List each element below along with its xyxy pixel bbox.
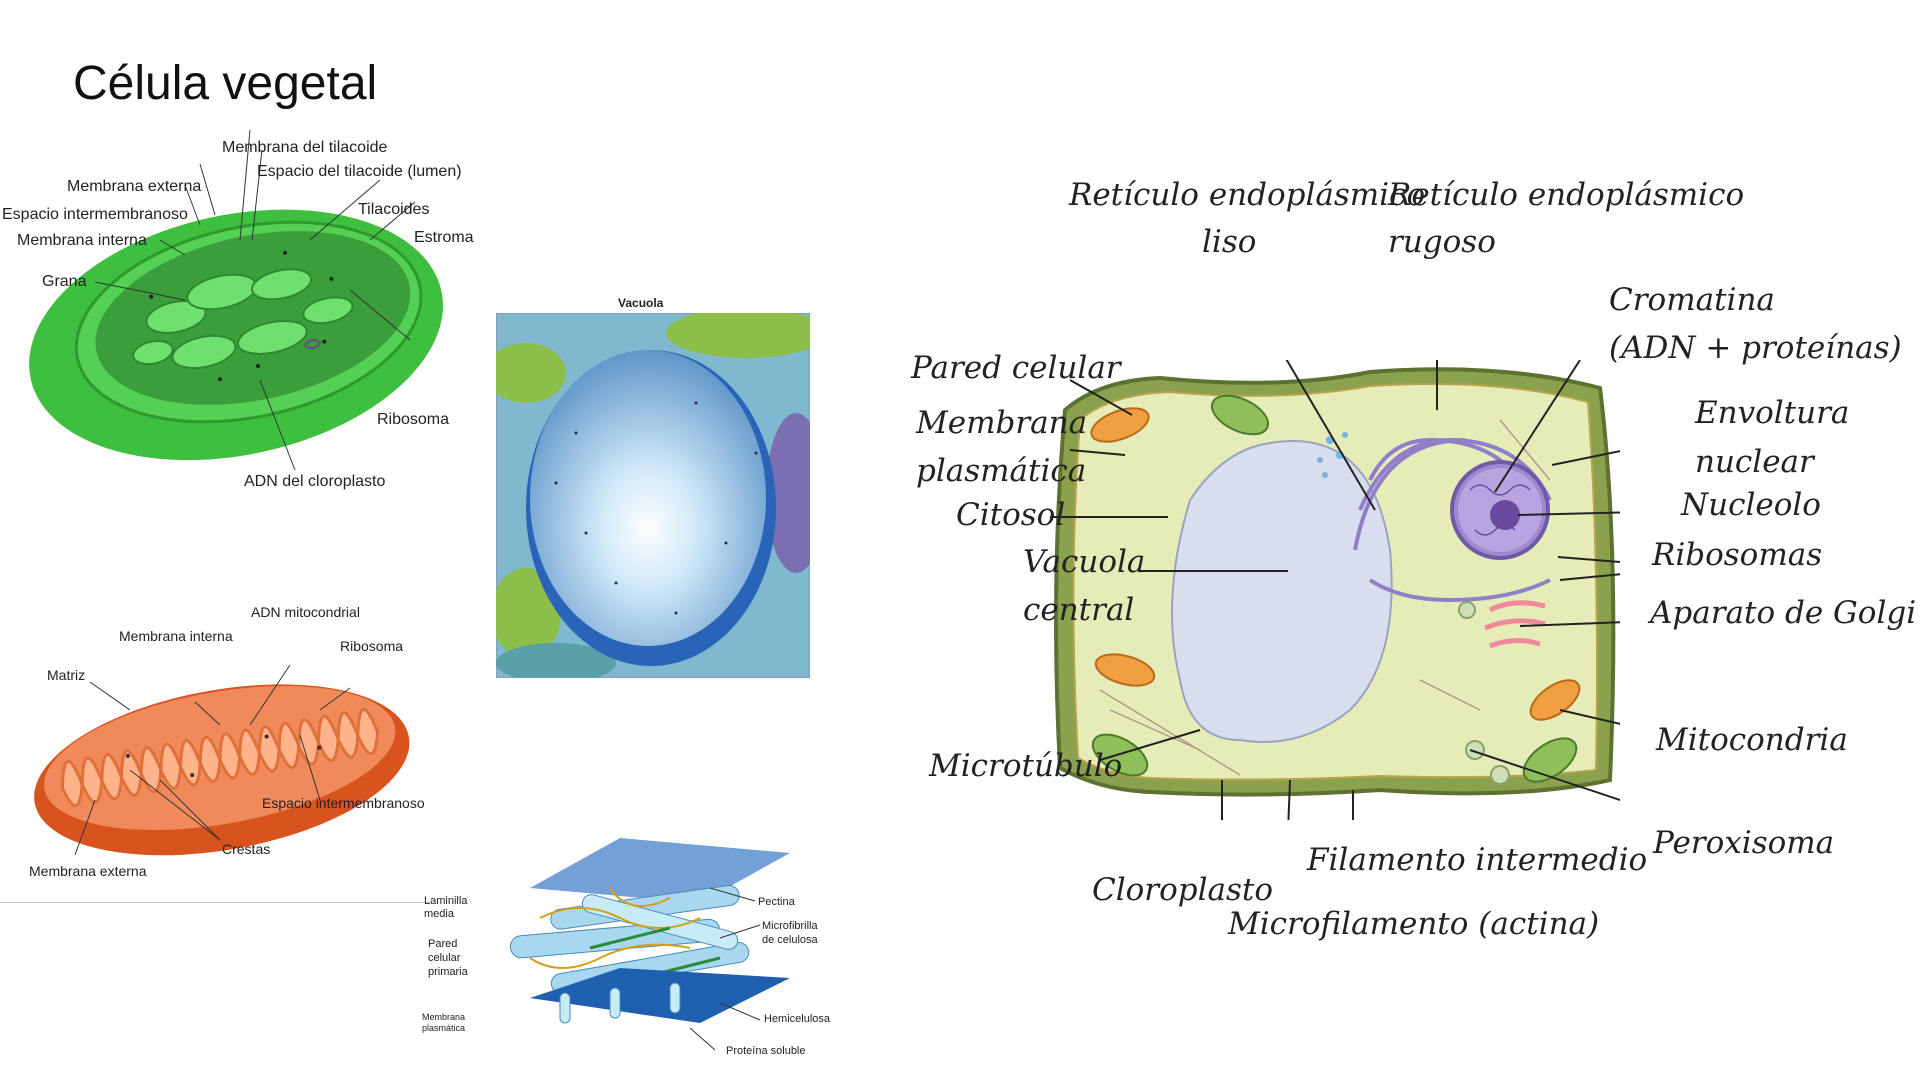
nucleolus [1490, 500, 1520, 530]
vacuole-image [496, 313, 810, 678]
label-membrana-tilacoide: Membrana del tilacoide [222, 139, 388, 156]
divider-line [0, 902, 430, 903]
label-rel-1: Retículo endoplásmico [1069, 177, 1426, 213]
peroxisomes [1458, 601, 1510, 785]
mito-leader-lines [74, 664, 351, 856]
label-tilacoides: Tilacoides [358, 201, 430, 218]
chloroplasts [1091, 394, 1578, 783]
label-adn-mitocondrial: ADN mitocondrial [251, 604, 360, 620]
vacuole-lumen [530, 350, 766, 646]
label-citosol: Citosol [956, 497, 1066, 533]
label-laminilla-1: Laminilla [424, 895, 468, 907]
mito-cristae [60, 707, 380, 808]
label-membrana-pared-2: plasmática [422, 1023, 466, 1033]
label-nucleolo: Nucleolo [1681, 487, 1821, 523]
vacuole-particles [554, 401, 758, 615]
chloroplast-grana [132, 268, 354, 370]
mito-ribosomes [125, 734, 322, 778]
chromatin [1469, 484, 1531, 536]
label-membrana-externa-cloroplasto: Membrana externa [67, 178, 202, 195]
label-membrana-1: Membrana [916, 405, 1088, 441]
chloroplast-diagram [29, 130, 443, 471]
cell-wall-diagram [509, 838, 790, 1051]
plant-cell-leader-lines [1050, 360, 1620, 820]
label-espacio-intermembranoso-mitocondria: Espacio intermembranoso [262, 795, 425, 811]
label-microfibrilla-2: de celulosa [762, 934, 818, 946]
vacuole-title: Vacuola [618, 296, 664, 310]
label-microfilamento: Microfilamento (actina) [1228, 906, 1600, 942]
label-cromatina-2: (ADN + proteínas) [1609, 330, 1902, 366]
label-mitocondria: Mitocondria [1656, 722, 1848, 758]
label-envoltura-2: nuclear [1695, 444, 1814, 480]
label-cloroplasto: Cloroplasto [1092, 872, 1274, 908]
label-membrana-externa-mitocondria: Membrana externa [29, 863, 147, 879]
label-pared-3: primaria [428, 966, 468, 978]
label-pared-2: celular [428, 952, 461, 964]
label-membrana-2: plasmática [916, 453, 1087, 489]
central-vacuole [1171, 440, 1393, 743]
cell-wall-leader-lines [689, 887, 761, 1051]
label-rer-1: Retículo endoplásmico [1388, 177, 1745, 213]
label-estroma: Estroma [414, 229, 474, 246]
label-membrana-interna-cloroplasto: Membrana interna [17, 232, 147, 249]
layer-membrana-plasmatica [530, 968, 790, 1023]
label-grana: Grana [42, 273, 87, 290]
label-peroxisoma: Peroxisoma [1653, 825, 1835, 861]
label-ribosoma-mitocondria: Ribosoma [340, 638, 404, 654]
label-espacio-intermembranoso-cloroplasto: Espacio intermembranoso [2, 206, 188, 223]
label-crestas: Crestas [222, 841, 271, 857]
chloroplast-leader-lines [94, 130, 416, 471]
cytoskeleton [1099, 419, 1551, 776]
label-proteina-soluble: Proteína soluble [726, 1045, 806, 1057]
label-cromatina-1: Cromatina [1609, 282, 1775, 318]
label-vacuola-2: central [1023, 592, 1135, 628]
label-pared-celular: Pared celular [911, 350, 1121, 386]
plant-cell-diagram [1050, 360, 1620, 820]
label-adn-cloroplasto: ADN del cloroplasto [244, 473, 386, 490]
label-microfibrilla-1: Microfibrilla [762, 920, 818, 932]
label-ribosomas: Ribosomas [1652, 537, 1823, 573]
label-vacuola-1: Vacuola [1023, 544, 1146, 580]
label-aparato-golgi: Aparato de Golgi [1650, 595, 1917, 631]
mitochondria [1090, 407, 1581, 721]
chloroplast-ribosomes [149, 250, 334, 382]
slide-title: Célula vegetal [73, 57, 378, 110]
label-filamento-intermedio: Filamento intermedio [1307, 842, 1648, 878]
label-microtubulo: Microtúbulo [929, 748, 1123, 784]
label-laminilla-2: media [424, 908, 454, 920]
label-pectina: Pectina [758, 896, 795, 908]
mitochondrion-diagram [34, 664, 410, 856]
pectin-strands [529, 887, 701, 969]
label-rer-2: rugoso [1388, 224, 1496, 260]
label-membrana-interna-mitocondria: Membrana interna [119, 628, 233, 644]
label-rel-2: liso [1202, 224, 1257, 260]
label-membrana-pared-1: Membrana [422, 1012, 466, 1022]
label-ribosoma-cloroplasto: Ribosoma [377, 411, 450, 428]
layer-laminilla-media [530, 838, 790, 903]
cell-wall-columns [559, 982, 681, 1024]
chloroplast-dna [303, 339, 322, 350]
label-matriz: Matriz [47, 667, 86, 683]
label-envoltura-1: Envoltura [1695, 395, 1850, 431]
label-hemicelulosa: Hemicelulosa [764, 1013, 831, 1025]
label-espacio-tilacoide: Espacio del tilacoide (lumen) [257, 163, 462, 180]
label-pared-1: Pared [428, 938, 458, 950]
golgi-apparatus [1484, 600, 1546, 649]
